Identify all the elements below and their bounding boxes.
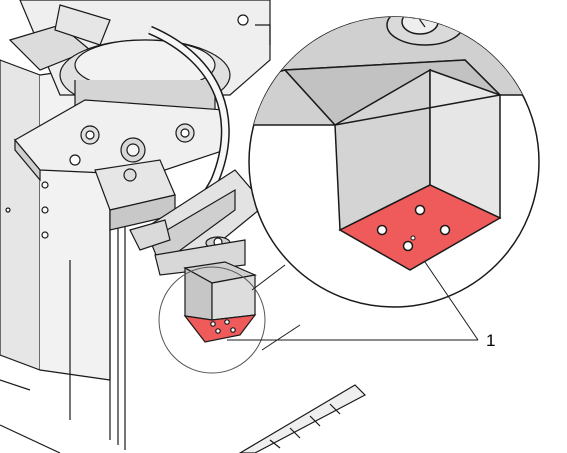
suction-block-small: [183, 261, 258, 343]
callout-label-1: 1: [486, 331, 496, 350]
block-front-face: [334, 94, 501, 126]
suction-plate-magnified: [338, 184, 502, 271]
magnified-view: [248, 16, 540, 308]
detail-circle-small: [158, 266, 266, 374]
gripper-body: [94, 159, 266, 276]
bottom-cable: [0, 384, 366, 453]
callout-leader-lines: [227, 261, 479, 341]
magnifier-connectors: [251, 264, 301, 351]
suction-plate-small: [183, 314, 257, 343]
mounting-plate: [14, 99, 226, 182]
